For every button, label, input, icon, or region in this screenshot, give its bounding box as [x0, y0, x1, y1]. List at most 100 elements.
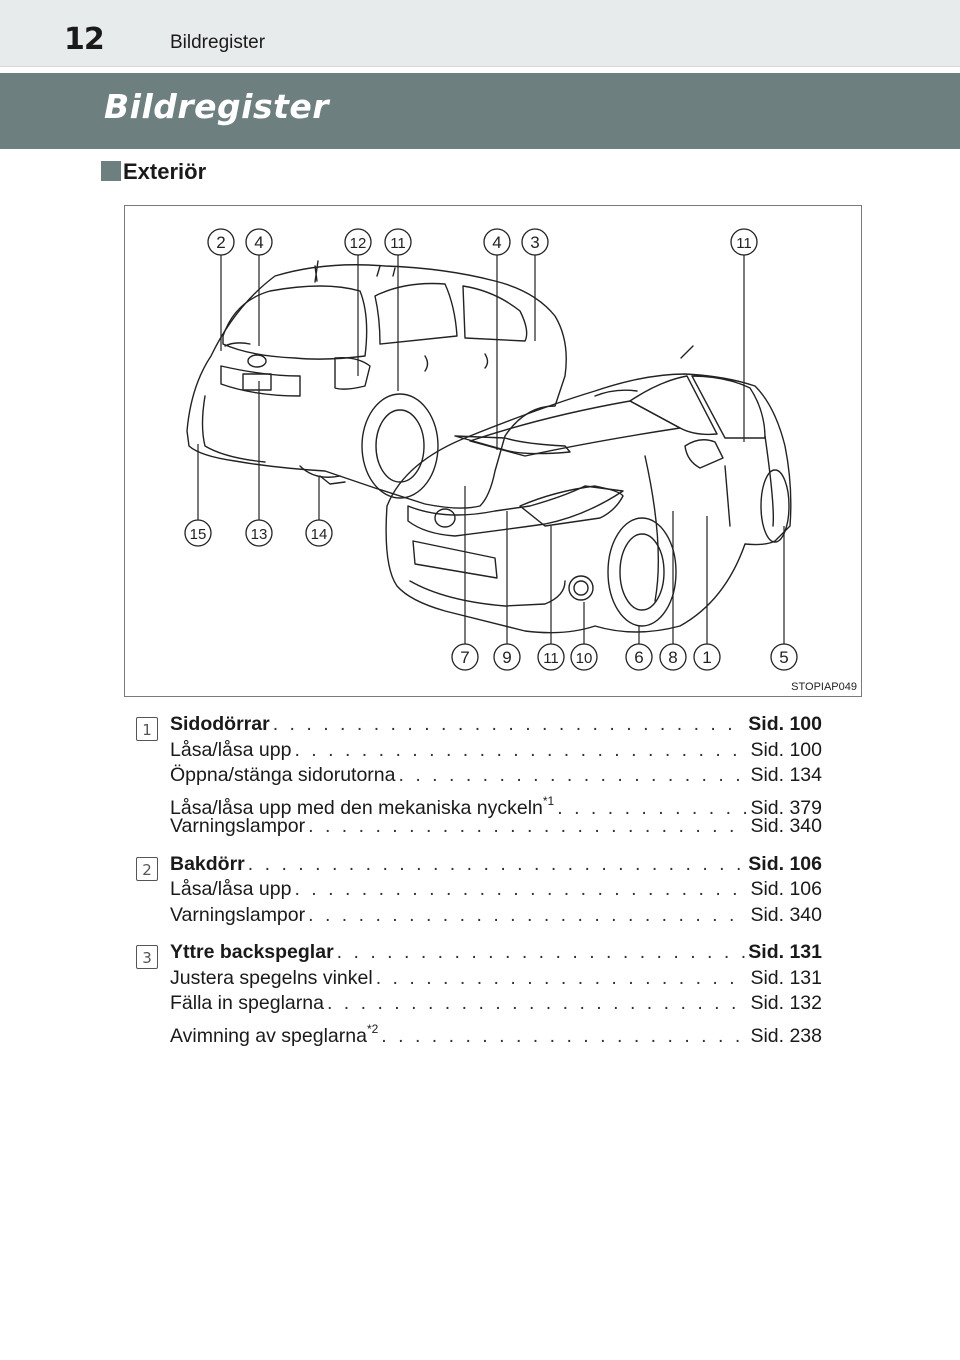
page-reference: Sid. 100 [750, 738, 822, 761]
figure-code: STOPIAP049 [791, 681, 857, 693]
page-reference: Sid. 238 [750, 1024, 822, 1047]
callout-circle-11 [384, 228, 412, 256]
callout-number-6: 6 [634, 648, 643, 667]
dot-leader: . . . . . . . . . . . . . . . . . . . . … [294, 738, 747, 761]
page-reference: Sid. 131 [748, 941, 822, 963]
callout-circle-4 [483, 228, 511, 256]
entry-number-badge: 1 [136, 717, 158, 741]
callout-number-4: 4 [254, 233, 263, 252]
callout-number-10: 10 [576, 650, 593, 667]
page-number: 12 [64, 22, 105, 57]
entry-sub-row: Fälla in speglarna . . . . . . . . . . .… [170, 991, 822, 1017]
entry-sub-row: Låsa/låsa upp . . . . . . . . . . . . . … [170, 877, 822, 903]
item-label-text: Låsa/låsa upp med den mekaniska nyckeln [170, 796, 543, 819]
entry-main-row: Bakdörr . . . . . . . . . . . . . . . . … [170, 852, 822, 878]
entry-number-badge: 3 [136, 945, 158, 969]
page-reference: Sid. 106 [748, 852, 822, 875]
dot-leader: . . . . . . . . . . . . . . . . . . . . … [398, 764, 748, 786]
entry-1: 1 Sidodörrar . . . . . . . . . . . . . .… [128, 712, 828, 840]
callout-circle-3 [521, 228, 549, 256]
dot-leader: . . . . . . . . . . . . . . . . . . . . … [381, 1024, 747, 1047]
running-title: Bildregister [170, 32, 266, 53]
footnote-marker: *1 [542, 793, 555, 808]
item-label: Låsa/låsa upp [170, 738, 292, 761]
dot-leader: . . . . . . . . . . . . . . . . . . . . … [272, 713, 746, 735]
callout-circle-5 [770, 643, 798, 671]
callout-circle-1 [693, 643, 721, 671]
callout-circle-12 [344, 228, 372, 256]
entry-number-badge: 2 [136, 856, 158, 881]
callout-number-3: 3 [530, 233, 539, 252]
callout-circle-11 [730, 228, 758, 256]
rear-door-window [462, 285, 528, 342]
rear-side-window [374, 282, 458, 345]
page-reference: Sid. 132 [750, 992, 822, 1014]
item-label: Varningslampor [170, 903, 306, 926]
section-marker-icon [101, 161, 121, 181]
front-car-body [385, 373, 792, 634]
callout-circle-13 [245, 519, 273, 547]
callout-circle-2 [207, 228, 235, 256]
dot-leader: . . . . . . . . . . . . . . . . . . . . … [336, 941, 746, 963]
callout-circle-11 [537, 643, 565, 671]
page-reference: Sid. 131 [750, 966, 822, 989]
dot-leader: . . . . . . . . . . . . . . . . . . . . … [326, 992, 748, 1014]
callout-number-5: 5 [779, 648, 788, 667]
entry-3: 3 Yttre backspeglar . . . . . . . . . . … [128, 940, 828, 1047]
page-reference: Sid. 340 [750, 903, 822, 926]
callout-number-11: 11 [543, 650, 559, 667]
entry-sub-row: Varningslampor . . . . . . . . . . . . .… [170, 814, 822, 840]
item-label: Fälla in speglarna [170, 992, 324, 1014]
entry-title: Bakdörr [170, 852, 245, 875]
entry-sub-row: Varningslampor . . . . . . . . . . . . .… [170, 903, 822, 929]
dot-leader: . . . . . . . . . . . . . . . . . . . . … [557, 796, 747, 819]
dot-leader: . . . . . . . . . . . . . . . . . . . . … [308, 815, 747, 837]
callout-circle-10 [570, 643, 598, 671]
entry-sub-row: Justera spegelns vinkel . . . . . . . . … [170, 966, 822, 992]
callout-number-12: 12 [350, 235, 367, 252]
header-bar: 12 Bildregister [0, 0, 960, 67]
item-label: Varningslampor [170, 815, 306, 837]
item-label: Justera spegelns vinkel [170, 966, 373, 989]
callout-circle-4 [245, 228, 273, 256]
page-reference: Sid. 106 [750, 878, 822, 900]
title-band: Bildregister [0, 73, 960, 149]
rear-window [222, 285, 368, 360]
rear-car-body [186, 264, 567, 509]
callout-number-4: 4 [492, 233, 501, 252]
page-reference: Sid. 100 [748, 713, 822, 735]
page-reference: Sid. 340 [750, 815, 822, 837]
callout-number-13: 13 [251, 526, 268, 543]
item-label: Avimning av speglarna*2 [170, 1017, 378, 1050]
callout-circle-9 [493, 643, 521, 671]
callout-number-7: 7 [460, 648, 469, 667]
item-label: Låsa/låsa upp [170, 878, 292, 900]
dot-leader: . . . . . . . . . . . . . . . . . . . . … [308, 903, 747, 926]
entry-title: Yttre backspeglar [170, 941, 334, 963]
callout-number-11: 11 [736, 235, 752, 252]
item-label-text: Avimning av speglarna [170, 1024, 367, 1047]
callout-circle-7 [451, 643, 479, 671]
item-label: Öppna/stänga sidorutorna [170, 764, 396, 786]
footnote-marker: *2 [366, 1021, 379, 1036]
page-reference: Sid. 379 [750, 796, 822, 819]
page-title: Bildregister [104, 87, 330, 126]
entry-sub-row: Låsa/låsa upp . . . . . . . . . . . . . … [170, 738, 822, 764]
dot-leader: . . . . . . . . . . . . . . . . . . . . … [375, 966, 748, 989]
callout-number-15: 15 [190, 526, 207, 543]
dot-leader: . . . . . . . . . . . . . . . . . . . . … [247, 852, 746, 875]
callout-circle-14 [305, 519, 333, 547]
callout-number-2: 2 [216, 233, 225, 252]
entry-sub-row: Öppna/stänga sidorutorna . . . . . . . .… [170, 763, 822, 789]
callout-circle-8 [659, 643, 687, 671]
callout-number-8: 8 [668, 648, 677, 667]
entry-title: Sidodörrar [170, 713, 270, 735]
callout-number-9: 9 [502, 648, 511, 667]
entry-main-row: Yttre backspeglar . . . . . . . . . . . … [170, 940, 822, 966]
entry-list: 1 Sidodörrar . . . . . . . . . . . . . .… [128, 712, 828, 1054]
callout-number-11: 11 [390, 235, 406, 252]
callout-number-1: 1 [702, 648, 711, 667]
dot-leader: . . . . . . . . . . . . . . . . . . . . … [294, 878, 747, 900]
